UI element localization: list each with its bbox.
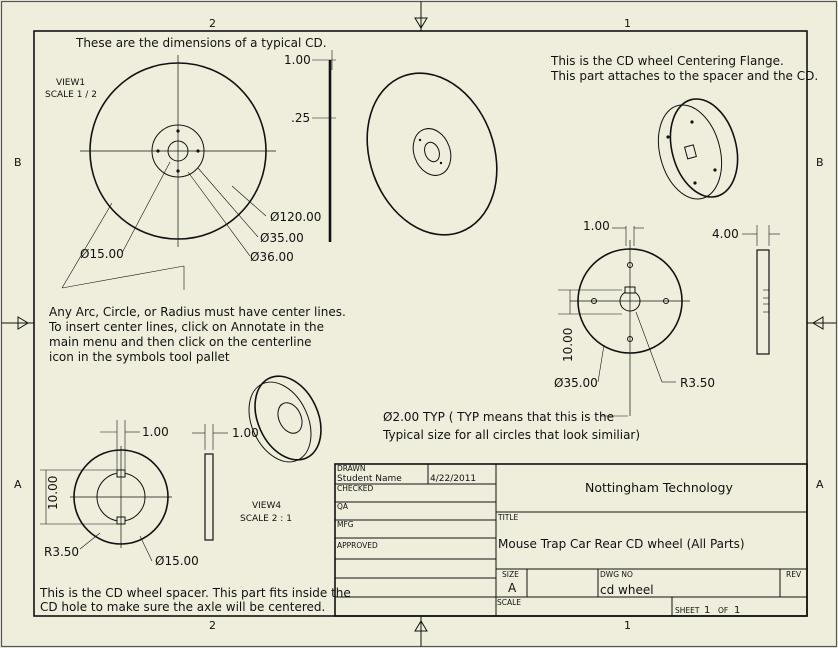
rev-label: REV xyxy=(786,570,802,579)
spacer-note-line-1: This is the CD wheel spacer. This part f… xyxy=(39,586,351,600)
zone-label-top-1: 1 xyxy=(624,17,631,30)
cd-isometric-view xyxy=(366,72,498,236)
scale-label: SCALE xyxy=(497,598,521,607)
typ-note-line-2: Typical size for all circles that look s… xyxy=(382,428,640,442)
spacer-front-view xyxy=(40,420,172,562)
mfg-label: MFG xyxy=(337,520,354,529)
center-mark-bottom-icon xyxy=(414,616,428,636)
cd-scale-label: SCALE 1 / 2 xyxy=(45,90,97,100)
spacer-dim-top: 1.00 xyxy=(142,425,169,439)
of-value: 1 xyxy=(734,605,740,616)
flange-note-line-1: This is the CD wheel Centering Flange. xyxy=(550,54,784,68)
sheet-label: SHEET xyxy=(675,606,700,615)
note-line-4: icon in the symbols tool pallet xyxy=(49,350,230,364)
cd-dim-35: Ø35.00 xyxy=(260,231,304,245)
dwg-no-label: DWG NO xyxy=(600,570,633,579)
zone-label-right-b: B xyxy=(816,156,824,169)
cd-heading: These are the dimensions of a typical CD… xyxy=(75,36,327,50)
spacer-scale-label: SCALE 2 : 1 xyxy=(240,514,292,524)
size-label: SIZE xyxy=(502,570,519,579)
zone-label-top-2: 2 xyxy=(209,17,216,30)
spacer-side-view xyxy=(192,424,228,541)
zone-label-right-a: A xyxy=(816,478,824,491)
spacer-note-line-2: CD hole to make sure the axle will be ce… xyxy=(40,600,325,614)
note-line-2: To insert center lines, click on Annotat… xyxy=(48,320,324,334)
size-value: A xyxy=(508,581,517,595)
flange-dim-radius: R3.50 xyxy=(680,376,715,390)
spacer-dim-radius: R3.50 xyxy=(44,545,79,559)
title-block xyxy=(334,463,808,617)
note-line-1: Any Arc, Circle, or Radius must have cen… xyxy=(49,305,346,319)
of-label: OF xyxy=(718,606,728,615)
cd-dim-thickness-mid: .25 xyxy=(291,111,310,125)
zone-label-bottom-1: 1 xyxy=(624,619,631,632)
center-mark-top-icon xyxy=(414,14,428,31)
cd-side-view xyxy=(312,50,336,242)
zone-label-left-a: A xyxy=(14,478,22,491)
cd-dim-15: Ø15.00 xyxy=(80,247,124,261)
approved-label: APPROVED xyxy=(337,541,378,550)
zone-label-left-b: B xyxy=(14,156,22,169)
flange-side-view xyxy=(742,225,780,355)
drawn-date: 4/22/2011 xyxy=(430,474,476,484)
cd-front-view xyxy=(61,55,276,290)
spacer-dim-height: 10.00 xyxy=(46,476,60,510)
spacer-dim-15: Ø15.00 xyxy=(155,554,199,568)
drawn-name: Student Name xyxy=(337,474,402,484)
typ-note-line-1: Ø2.00 TYP ( TYP means that this is the xyxy=(383,410,614,424)
center-mark-right-icon xyxy=(807,316,830,330)
sheet-value: 1 xyxy=(704,605,710,616)
checked-label: CHECKED xyxy=(337,484,374,493)
spacer-isometric-view xyxy=(248,375,322,463)
flange-isometric-view xyxy=(657,98,739,200)
drawn-label: DRAWN xyxy=(337,464,365,473)
drawing-title: Mouse Trap Car Rear CD wheel (All Parts) xyxy=(498,537,745,551)
spacer-view-label: VIEW4 xyxy=(252,501,281,511)
flange-dim-35: Ø35.00 xyxy=(554,376,598,390)
flange-dim-height: 10.00 xyxy=(561,328,575,362)
cd-dim-36: Ø36.00 xyxy=(250,250,294,264)
center-mark-left-icon xyxy=(12,316,34,330)
qa-label: QA xyxy=(337,502,349,511)
note-line-3: main menu and then click on the centerli… xyxy=(49,335,312,349)
flange-note-line-2: This part attaches to the spacer and the… xyxy=(550,69,818,83)
flange-front-view xyxy=(558,226,690,416)
cd-dim-thickness-top: 1.00 xyxy=(284,53,311,67)
spacer-dim-side: 1.00 xyxy=(232,426,259,440)
title-label: TITLE xyxy=(497,513,519,522)
flange-dim-thickness: 4.00 xyxy=(712,227,739,241)
company-name: Nottingham Technology xyxy=(585,480,733,495)
cd-view-label: VIEW1 xyxy=(56,78,85,88)
zone-label-bottom-2: 2 xyxy=(209,619,216,632)
dwg-no-value: cd wheel xyxy=(600,583,654,597)
flange-dim-top: 1.00 xyxy=(583,219,610,233)
cd-dim-outer: Ø120.00 xyxy=(270,210,321,224)
